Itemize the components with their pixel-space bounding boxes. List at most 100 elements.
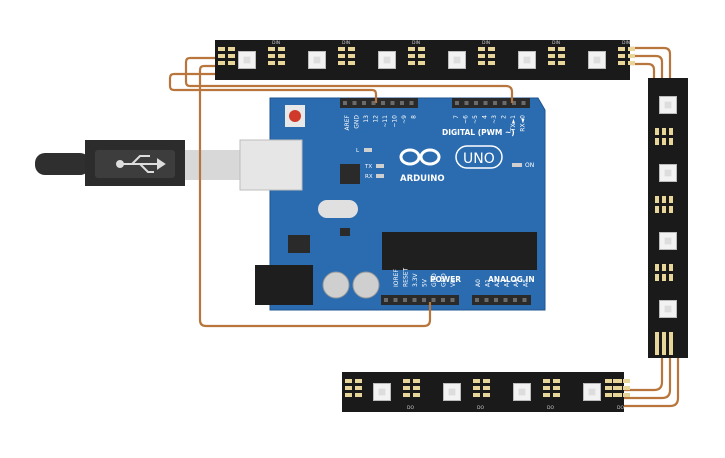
solder-pad	[228, 61, 235, 65]
crystal	[318, 200, 358, 218]
header-pin[interactable]	[483, 101, 488, 105]
solder-pad	[669, 138, 673, 145]
solder-pad	[628, 54, 635, 58]
header-pin[interactable]	[343, 101, 347, 105]
solder-pad	[669, 348, 673, 355]
solder-pad	[218, 54, 225, 58]
solder-pad	[473, 386, 480, 390]
header-pin[interactable]	[393, 298, 398, 302]
tx-label: TX	[364, 164, 372, 170]
led-die	[378, 388, 386, 396]
pin-label: IOREF	[393, 269, 400, 287]
solder-pad	[218, 61, 225, 65]
header-pin[interactable]	[494, 298, 498, 302]
solder-pad	[548, 47, 555, 51]
strip-pin-label: DIN	[552, 40, 560, 46]
header-pin[interactable]	[390, 101, 395, 105]
solder-pad	[662, 138, 666, 145]
led-die	[664, 305, 672, 313]
header-pin[interactable]	[400, 101, 404, 105]
solder-pad	[473, 393, 480, 397]
header-pin[interactable]	[502, 101, 507, 105]
solder-pad	[355, 386, 362, 390]
brand-label: ARDUINO	[400, 174, 445, 184]
pin-label: AREF	[344, 114, 351, 130]
header-pin[interactable]	[403, 298, 407, 302]
solder-pad	[655, 338, 659, 345]
header-pin[interactable]	[371, 101, 376, 105]
header-pin[interactable]	[512, 101, 516, 105]
header-pin[interactable]	[362, 101, 366, 105]
header-pin[interactable]	[422, 298, 426, 302]
header-pin[interactable]	[464, 101, 469, 105]
solder-pad	[669, 196, 673, 203]
header-pin[interactable]	[493, 101, 497, 105]
solder-pad	[662, 196, 666, 203]
solder-pad	[669, 342, 673, 349]
solder-pad	[403, 379, 410, 383]
solder-pad	[483, 386, 490, 390]
header-pin[interactable]	[474, 101, 478, 105]
pin-label: 7	[453, 115, 460, 119]
l-label: L	[356, 148, 360, 154]
led-die	[664, 237, 672, 245]
digital-header[interactable]	[340, 98, 530, 108]
header-pin[interactable]	[450, 298, 455, 302]
solder-pad	[553, 393, 560, 397]
led-die	[453, 56, 461, 64]
header-pin[interactable]	[455, 101, 459, 105]
solder-pad	[669, 264, 673, 271]
header-pin[interactable]	[384, 298, 388, 302]
led-die	[664, 169, 672, 177]
solder-pad	[408, 47, 415, 51]
rx-label: RX	[365, 174, 373, 180]
solder-pad	[345, 379, 352, 383]
header-pin[interactable]	[484, 298, 489, 302]
led-strip-right[interactable]	[648, 78, 688, 358]
header-pin[interactable]	[412, 298, 417, 302]
wire	[184, 70, 514, 103]
led-die	[664, 101, 672, 109]
header-pin[interactable]	[441, 298, 445, 302]
usb-cable[interactable]	[35, 140, 240, 186]
solder-pad	[548, 54, 555, 58]
header-pin[interactable]	[409, 101, 414, 105]
header-pin[interactable]	[381, 101, 385, 105]
arduino-logo-icon	[399, 148, 441, 166]
power-header[interactable]	[381, 295, 459, 305]
pin-label: RX◄0	[520, 115, 527, 132]
reset-button[interactable]	[289, 110, 301, 122]
solder-pad	[478, 47, 485, 51]
pin-label: GND	[441, 273, 448, 287]
analog-header-label: ANALOG IN	[488, 275, 535, 284]
led-die	[383, 56, 391, 64]
power-header-label: POWER	[430, 275, 461, 284]
header-pin[interactable]	[352, 101, 357, 105]
solder-pad	[558, 47, 565, 51]
solder-pad	[655, 332, 659, 339]
wire	[630, 46, 672, 78]
solder-pad	[345, 393, 352, 397]
solder-pad	[413, 386, 420, 390]
header-pin[interactable]	[522, 298, 527, 302]
header-pin[interactable]	[521, 101, 526, 105]
solder-pad	[543, 393, 550, 397]
header-pin[interactable]	[431, 298, 436, 302]
model-badge	[455, 145, 503, 169]
voltage-regulator	[288, 235, 310, 253]
usb-chip	[340, 164, 360, 184]
solder-pad	[669, 332, 673, 339]
analog-header[interactable]	[472, 295, 531, 305]
header-pin[interactable]	[475, 298, 479, 302]
solder-pad	[655, 348, 659, 355]
header-pin[interactable]	[513, 298, 517, 302]
pin-label: A1	[485, 279, 492, 287]
solder-pad	[655, 274, 659, 281]
header-pin[interactable]	[503, 298, 508, 302]
digital-header-label: DIGITAL (PWM ~)	[442, 128, 515, 137]
solder-pad	[655, 138, 659, 145]
